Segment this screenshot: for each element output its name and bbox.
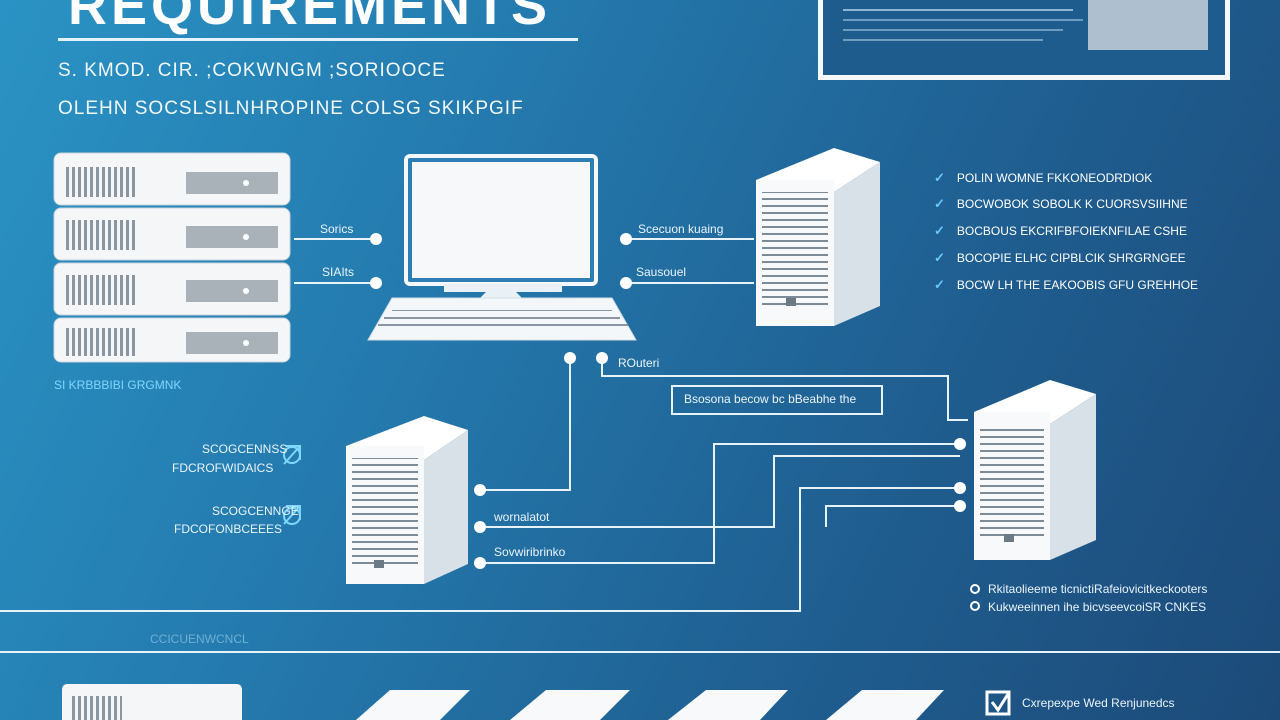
note-box-text: Bsosona becow bc bBeabhe the	[684, 392, 857, 406]
list-item-label: BOCWOBOK SOBOLK K CUORSVSIIHNE	[956, 197, 1188, 211]
connector-dot	[620, 277, 632, 289]
footer-check-label: Cxrepexpe Wed Renjunedcs	[1022, 696, 1175, 710]
wire-label: Scecuon kuaing	[638, 222, 724, 236]
list-item-label: BOCOPIE ELHC CIPBLCIK SHRGRNGEE	[956, 251, 1186, 265]
rack-unit	[53, 317, 291, 363]
list-item: ✓ BOCWOBOK SOBOLK K CUORSVSIIHNE	[934, 196, 1188, 212]
gear-icon	[283, 505, 301, 525]
list-item: ✓ BOCOPIE ELHC CIPBLCIK SHRGRNGEE	[934, 250, 1186, 266]
connector-dot	[370, 233, 382, 245]
tower-server-bottom-right	[974, 380, 1096, 560]
wire-label: Sovwiribrinko	[494, 545, 566, 559]
tower-server-bottom-left	[346, 416, 468, 584]
list-item-label: BOCW LH THE EAKOOBIS GFU GREHHOE	[956, 278, 1199, 292]
rack-wires	[294, 238, 376, 284]
icon-label: SCOGCENNSS	[202, 442, 288, 456]
legend-text: Kukweeinnen ihe bicvseevcoiSR CNKES	[988, 600, 1207, 614]
subtitle-line-1: S. KMOD. CIR. ;COKWNGM ;SORIOOCE	[58, 60, 446, 81]
rack-unit	[53, 207, 291, 261]
wire-label: wornalatot	[494, 510, 550, 524]
icon-label: FDCROFWIDAICS	[172, 461, 274, 475]
check-icon: ✓	[934, 196, 945, 211]
rack-caption: SI KRBBBIBI GRGMNK	[54, 378, 182, 392]
check-icon: ✓	[934, 170, 945, 185]
note-box-frame	[671, 385, 883, 415]
panel-line	[843, 29, 1063, 31]
subtitle-line-2: OLEHN SOCSLSILNHROPINE COLSG SKIKPGIF	[58, 98, 524, 119]
connector-dot	[370, 277, 382, 289]
check-icon: ✓	[934, 223, 945, 238]
bottom-tower	[510, 690, 630, 720]
check-icon: ✓	[934, 250, 945, 265]
panel-screen	[1088, 0, 1208, 50]
rack-server-stack	[53, 152, 291, 363]
router-label: ROuteri	[618, 356, 660, 370]
footer-caption: CCICUENWCNCL	[150, 632, 249, 646]
tower-server-top	[756, 148, 880, 326]
bottom-tower	[668, 690, 788, 720]
list-item-label: BOCBOUS EKCRIFBFOIEKNFILAE CSHE	[956, 224, 1187, 238]
panel-line	[843, 39, 1043, 41]
keyboard-icon	[367, 297, 637, 341]
icon-label: SCOGCENNGE	[212, 504, 299, 518]
monitor-icon	[404, 154, 598, 302]
list-item: ✓ BOCW LH THE EAKOOBIS GFU GREHHOE	[934, 277, 1198, 293]
bottom-tower	[356, 690, 470, 720]
list-item-label: POLIN WOMNE FKKONEODRDIOK	[956, 171, 1153, 185]
legend-text: Rkitaolieeme ticnictiRafeiovicitkeckoote…	[988, 582, 1208, 596]
bottom-rack-server	[62, 684, 242, 720]
top-right-panel	[818, 0, 1230, 80]
gear-icon	[283, 445, 301, 465]
list-item: ✓ POLIN WOMNE FKKONEODRDIOK	[934, 170, 1152, 186]
checkbox-icon	[985, 690, 1011, 716]
legend-bullet	[970, 584, 980, 594]
bottom-tower	[826, 690, 944, 720]
connector-dot	[620, 233, 632, 245]
legend-bullet	[970, 601, 980, 611]
wire-label: Sausouel	[636, 265, 687, 279]
check-icon: ✓	[934, 277, 945, 292]
wire-label: SIAIts	[322, 265, 355, 279]
icon-label: FDCOFONBCEEES	[174, 522, 283, 536]
rack-unit	[53, 152, 291, 206]
page-title: REQUIREMENTS	[68, 0, 552, 36]
rack-unit	[53, 262, 291, 316]
title-underline	[58, 38, 578, 41]
list-item: ✓ BOCBOUS EKCRIFBFOIEKNFILAE CSHE	[934, 223, 1187, 239]
wire-label: Sorics	[320, 222, 354, 236]
panel-line	[843, 9, 1073, 11]
panel-line	[843, 19, 1083, 21]
